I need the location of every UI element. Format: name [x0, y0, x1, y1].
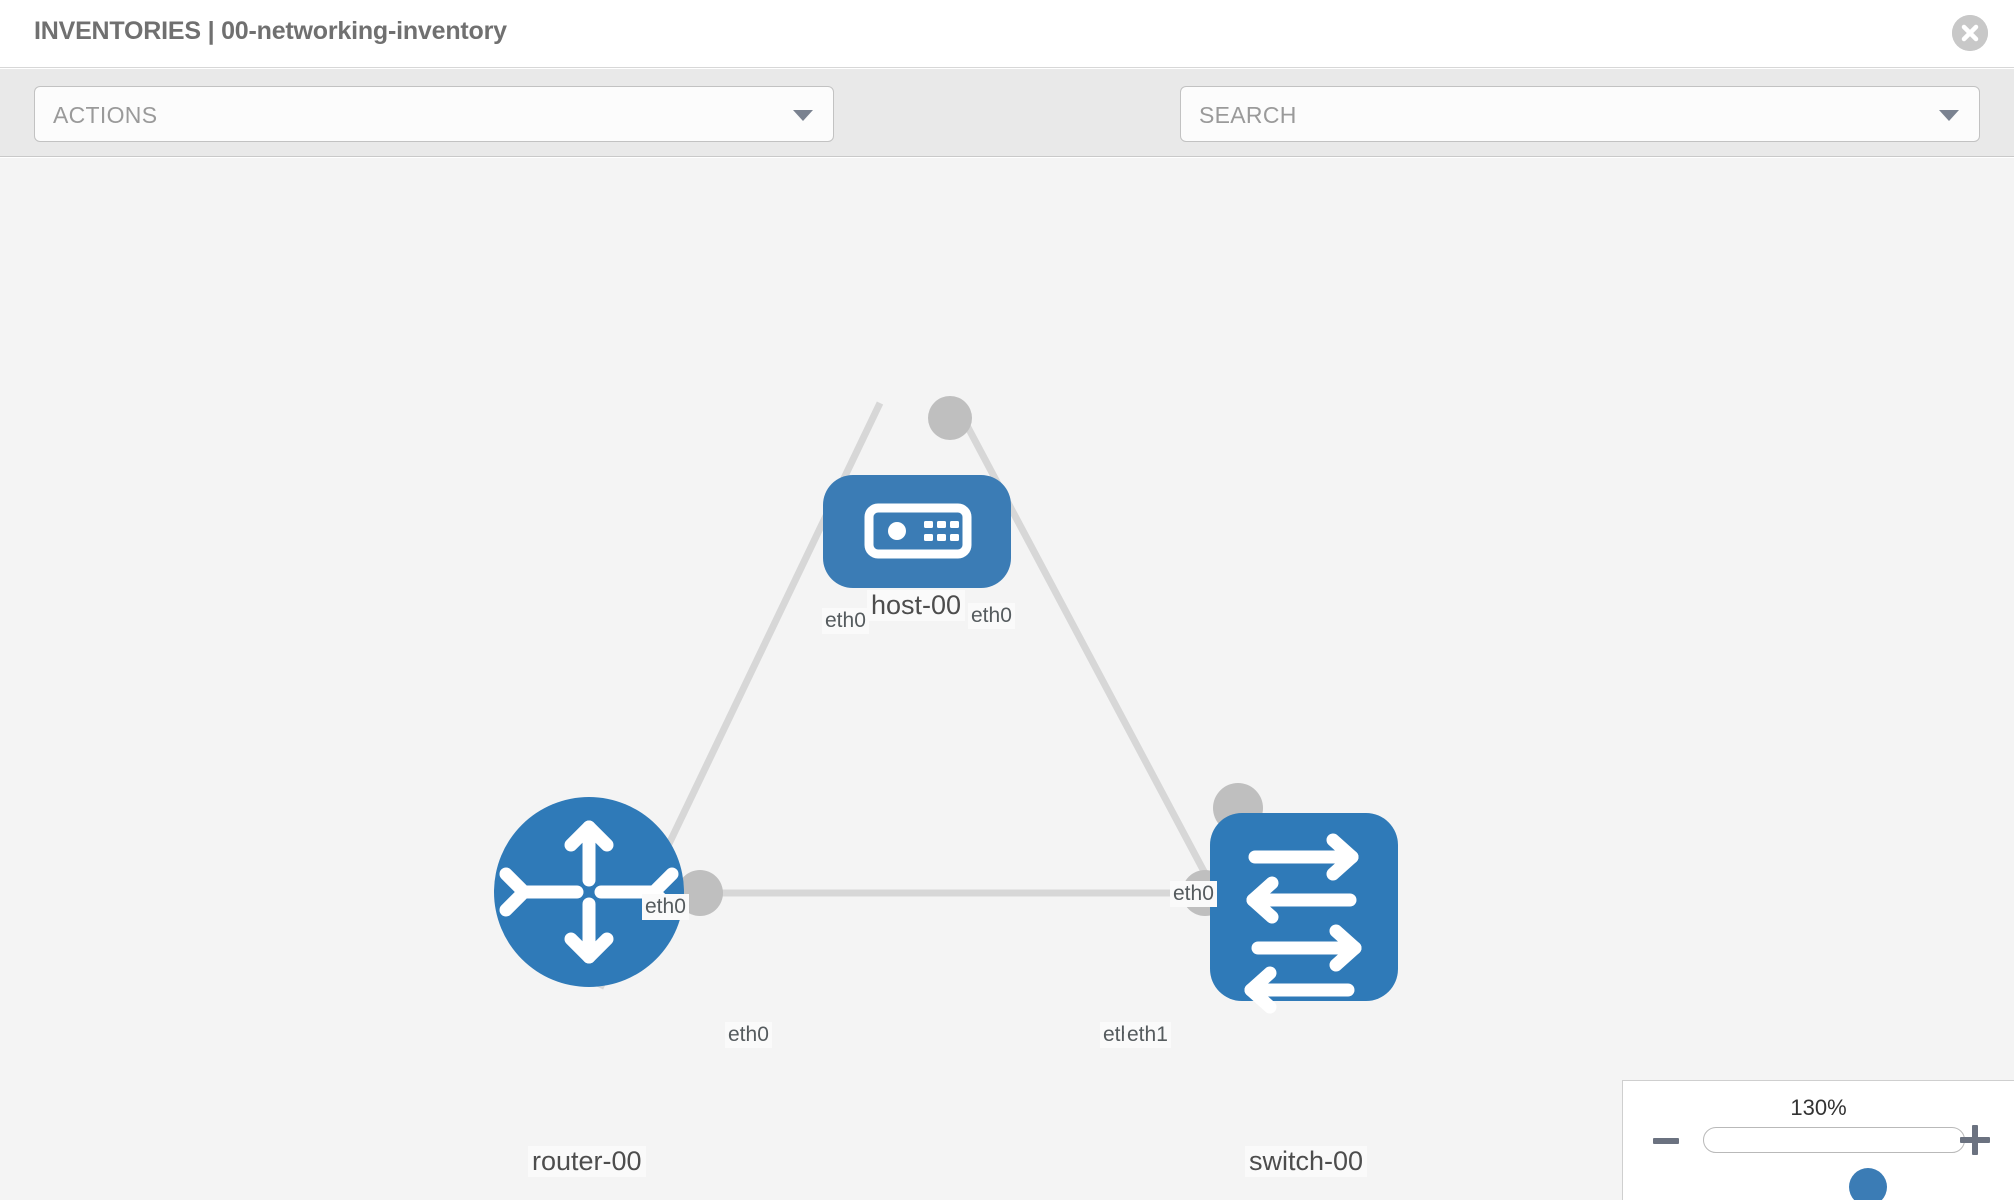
edge-handles — [677, 396, 1263, 916]
node-host-00[interactable] — [823, 475, 1011, 588]
edge-label-switch-left: eth1 — [1124, 1022, 1171, 1048]
node-switch-00[interactable] — [1210, 813, 1398, 1014]
edge-label-switch-top: eth0 — [1170, 881, 1217, 907]
edge-label-host-right: eth0 — [968, 603, 1015, 629]
actions-dropdown[interactable]: ACTIONS — [34, 86, 834, 142]
handle-host-right — [928, 396, 972, 440]
chevron-down-icon[interactable] — [1939, 110, 1959, 121]
search-input[interactable]: SEARCH — [1180, 86, 1980, 142]
search-placeholder: SEARCH — [1199, 102, 1297, 128]
topology-graph — [494, 396, 1398, 1014]
page-title: INVENTORIES | 00-networking-inventory — [34, 17, 507, 45]
edge-label-router-top: eth0 — [642, 894, 689, 920]
edge-label-router-right: eth0 — [725, 1022, 772, 1048]
node-label-switch: switch-00 — [1245, 1146, 1368, 1177]
zoom-out-button[interactable] — [1653, 1138, 1679, 1144]
toolbar: ACTIONS SEARCH — [0, 69, 2014, 196]
topology-canvas[interactable]: eth0 eth0 eth0 eth0 eth0 eth eth1 host-0… — [0, 158, 2014, 1200]
node-router-00[interactable] — [494, 797, 684, 987]
chevron-down-icon — [793, 110, 813, 121]
zoom-in-button[interactable] — [1960, 1125, 1990, 1155]
node-label-host: host-00 — [867, 590, 966, 621]
close-icon[interactable] — [1952, 15, 1988, 51]
edge-label-host-left: eth0 — [822, 608, 869, 634]
zoom-slider-track[interactable] — [1703, 1127, 1965, 1200]
switch-arrows-icon — [1244, 833, 1362, 1014]
zoom-level-label: 130% — [1790, 1095, 1847, 1120]
actions-dropdown-label: ACTIONS — [53, 102, 158, 128]
zoom-control-panel: 130% — [1622, 1080, 2014, 1200]
zoom-slider-thumb[interactable] — [1849, 1168, 1887, 1200]
header-bar: INVENTORIES | 00-networking-inventory — [0, 0, 2014, 68]
server-icon — [864, 503, 972, 559]
node-label-router: router-00 — [528, 1146, 646, 1177]
